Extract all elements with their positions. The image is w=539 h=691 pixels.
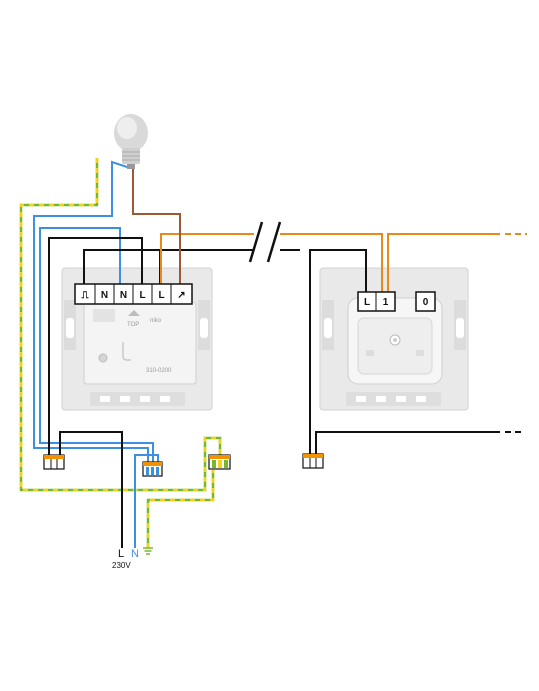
dimmer-terminal-n2: N [120,290,127,301]
pushbutton-terminal-block: L 1 0 [357,291,436,312]
dimmer-terminal-l1: L [139,290,145,301]
dimmer-module: TOP niko 310-0200 [83,301,197,385]
break-mark-icon [248,221,282,263]
switched-wire [160,233,527,292]
supply-phase-label: L [118,548,124,560]
connector-phase [43,454,65,470]
supply-labels: L N 230V [112,547,153,570]
earth-wire [19,158,222,548]
pushbutton-module [347,297,443,385]
dimmer-terminal-l2: L [158,290,164,301]
dimmer-terminal-n1: N [101,290,108,301]
connector-earth [208,454,231,470]
supply-voltage-label: 230V [112,561,131,570]
connector-pushbutton [302,453,324,469]
pushbutton-terminal-1: 1 [383,297,389,308]
dimmer-terminal-pushbutton: ⎍ [81,290,90,301]
dimmer-model-label: 310-0200 [146,368,172,374]
pushbutton-terminal-l: L [364,297,370,308]
phase-wires [48,237,525,548]
dimmer-terminal-block: ⎍ N N L L ↗ [74,283,193,305]
earth-ground-icon [143,547,153,555]
dimmer-top-label: TOP [127,322,139,328]
connector-neutral [142,461,163,477]
lamp-wire [132,168,181,292]
dimmer-brand-label: niko [150,318,162,324]
pushbutton-terminal-0: 0 [423,297,429,308]
supply-neutral-label: N [131,548,139,560]
dimmer-terminal-dimmed-output: ↗ [177,290,185,301]
bulb-icon [114,114,148,169]
